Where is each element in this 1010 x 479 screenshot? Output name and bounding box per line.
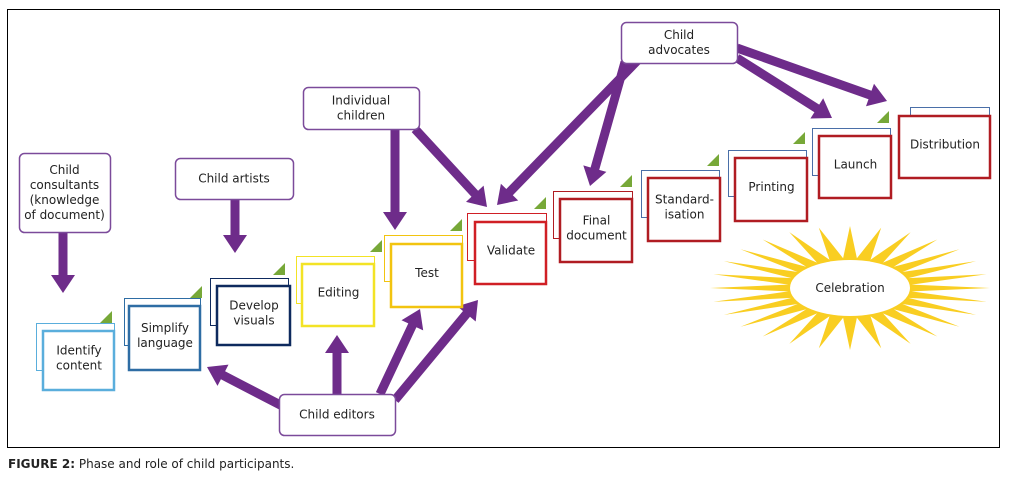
arrow-child-advocates-to-final-document <box>583 60 630 186</box>
phase-box <box>41 329 116 392</box>
phase-standardisation: Standard-isation <box>641 154 722 243</box>
role-individual-children-label: Individual <box>332 94 390 108</box>
role-box <box>302 86 421 131</box>
role-child-consultants-label: (knowledge <box>30 193 100 207</box>
arrow-child-advocates-to-launch <box>734 54 832 119</box>
caption-label: FIGURE 2: <box>8 457 76 471</box>
arrow-child-advocates-to-validate <box>497 54 644 206</box>
green-triangle-icon <box>100 311 112 323</box>
phase-launch-label: Launch <box>834 158 877 172</box>
phase-distribution-label: Distribution <box>910 138 980 152</box>
phase-box <box>733 156 809 223</box>
phase-box <box>127 304 202 372</box>
arrow-child-advocates-to-distribution <box>735 43 887 107</box>
phase-box <box>897 114 992 180</box>
role-child-consultants-label: Child <box>49 163 79 177</box>
role-child-artists-label: Child artists <box>198 172 270 186</box>
phase-editing-label: Editing <box>318 286 360 300</box>
phase-simplify-language-label: language <box>137 336 193 350</box>
role-child-advocates-label: Child <box>664 28 694 42</box>
role-child-editors: Child editors <box>278 393 397 437</box>
phase-box <box>473 220 548 286</box>
phase-printing-label: Printing <box>748 180 794 194</box>
role-child-advocates-label: advocates <box>648 43 710 57</box>
arrows <box>51 43 887 414</box>
green-triangle-icon <box>190 286 202 298</box>
role-child-consultants-label: of document) <box>24 208 105 222</box>
role-box <box>620 21 739 65</box>
phase-box <box>389 242 464 309</box>
role-child-editors-label: Child editors <box>299 408 375 422</box>
role-box <box>174 157 295 201</box>
celebration-label: Celebration <box>815 281 884 295</box>
phase-develop-visuals-label: Develop <box>229 299 278 313</box>
phase-simplify-language-label: Simplify <box>141 321 189 335</box>
caption-text: Phase and role of child participants. <box>75 457 295 471</box>
arrow-child-editors-to-validate <box>391 300 478 403</box>
phase-box <box>646 176 722 243</box>
celebration-ellipse <box>790 260 910 316</box>
arrow-individual-children-to-test <box>383 129 407 230</box>
arrow-child-editors-to-test <box>375 309 424 396</box>
arrow-child-artists-to-develop-visuals <box>223 199 247 253</box>
arrow-individual-children-to-validate <box>411 125 487 207</box>
arrow-child-editors-to-simplify-language <box>207 364 293 414</box>
role-box <box>278 393 397 437</box>
phase-validate-label: Validate <box>487 244 535 258</box>
green-triangle-icon <box>273 263 285 275</box>
phase-validate: Validate <box>467 197 548 286</box>
green-triangle-icon <box>370 240 382 252</box>
phase-box <box>300 262 376 328</box>
phase-final-document-label: document <box>566 229 627 243</box>
figure-frame <box>7 9 1000 448</box>
green-triangle-icon <box>877 111 889 123</box>
phase-test-label: Test <box>414 266 439 280</box>
phase-identify-content-label: Identify <box>56 344 101 358</box>
arrow-child-consultants-to-identify-content <box>51 232 75 293</box>
role-child-consultants-label: consultants <box>30 178 99 192</box>
celebration-sun: Celebration <box>710 226 990 350</box>
phase-standardisation-label: Standard- <box>655 193 714 207</box>
phase-final-document-label: Final <box>583 214 611 228</box>
phase-standardisation-label: isation <box>665 208 705 222</box>
green-triangle-icon <box>707 154 719 166</box>
arrow-child-editors-to-editing <box>325 335 349 394</box>
green-triangle-icon <box>450 219 462 231</box>
role-box <box>18 152 112 234</box>
phase-distribution: Distribution <box>897 107 992 180</box>
figure-caption: FIGURE 2: Phase and role of child partic… <box>8 457 294 471</box>
green-triangle-icon <box>620 175 632 187</box>
role-child-artists: Child artists <box>174 157 295 201</box>
phase-box <box>817 134 893 200</box>
green-triangle-icon <box>534 197 546 209</box>
phase-printing: Printing <box>728 132 809 223</box>
phase-editing: Editing <box>296 240 382 328</box>
phase-identify-content-label: content <box>56 359 102 373</box>
role-individual-children-label: children <box>337 109 385 123</box>
phase-test: Test <box>384 219 464 309</box>
phase-box <box>215 284 292 347</box>
phase-develop-visuals-label: visuals <box>233 314 274 328</box>
green-triangle-icon <box>793 132 805 144</box>
phase-launch: Launch <box>812 111 893 200</box>
phase-box <box>558 197 634 264</box>
